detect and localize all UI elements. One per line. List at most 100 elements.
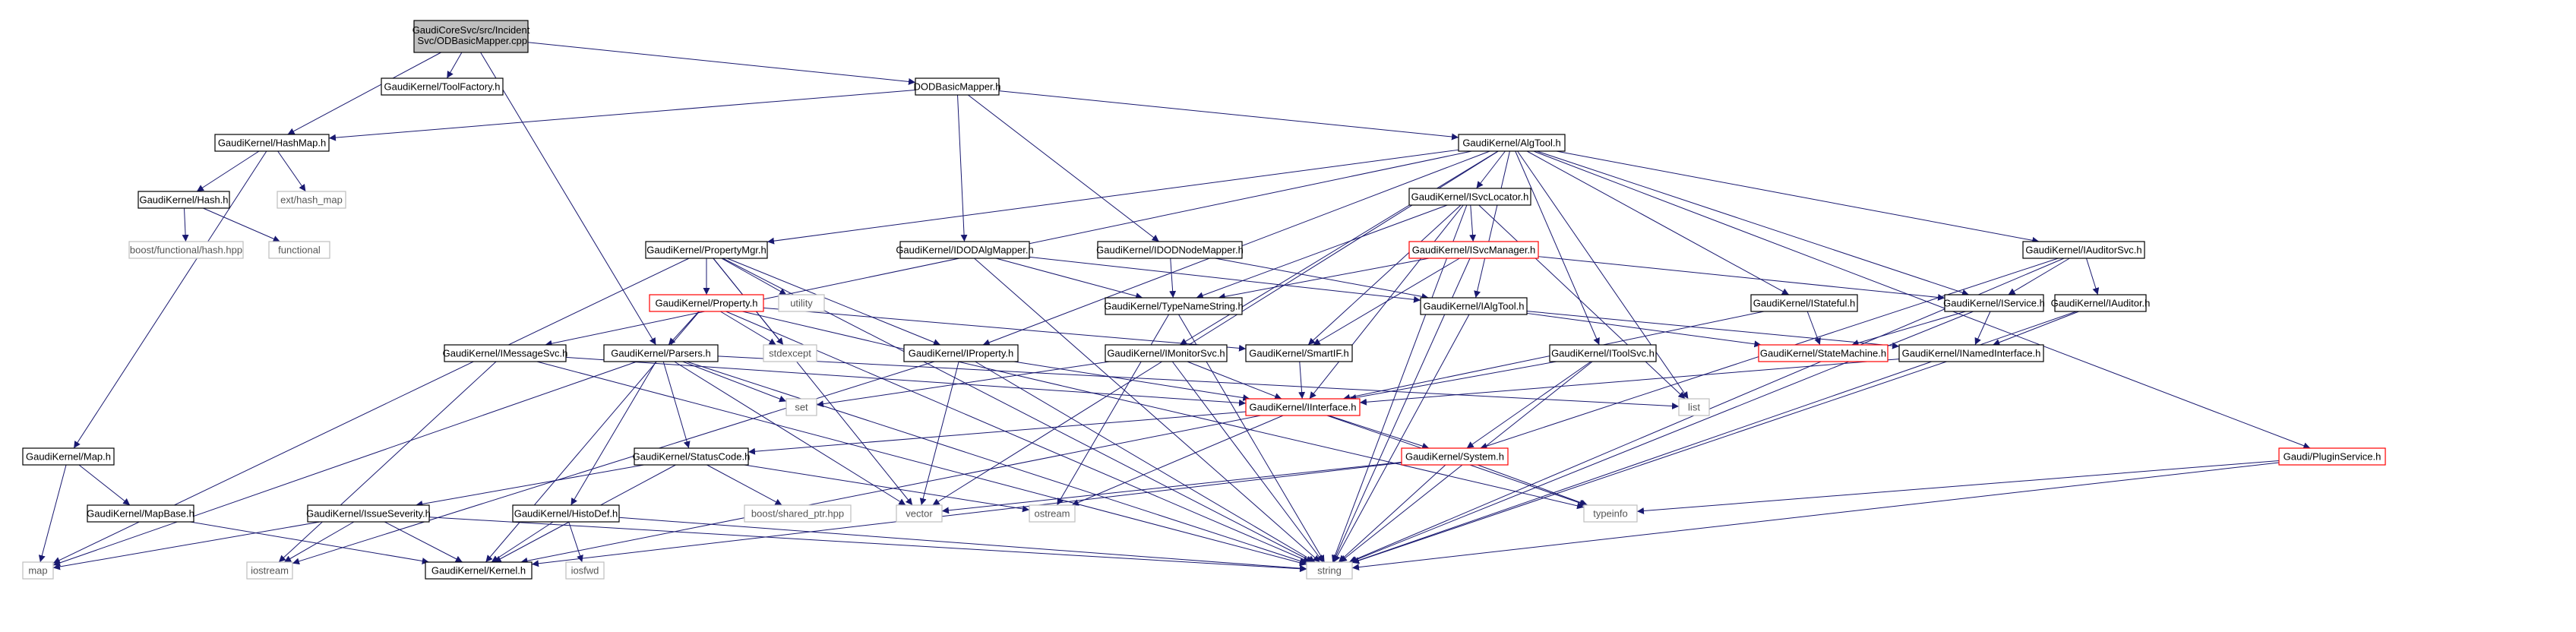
- node-box-parsers: [603, 344, 719, 362]
- node-box-stdexcept: [763, 344, 817, 362]
- node-isvcmgr[interactable]: GaudiKernel/ISvcManager.h: [1408, 241, 1539, 259]
- node-idodnode[interactable]: GaudiKernel/IDODNodeMapper.h: [1096, 241, 1244, 259]
- node-label-imsgsvc: GaudiKernel/IMessageSvc.h: [443, 348, 568, 359]
- node-label-hashmap: GaudiKernel/HashMap.h: [218, 137, 326, 149]
- node-box-imonsvc: [1105, 344, 1228, 362]
- node-box-typename: [1105, 297, 1243, 315]
- edge-isvcloc-to-typename: [1196, 204, 1448, 299]
- edge-isvcloc-to-list: [1478, 204, 1686, 400]
- node-box-functional: [268, 241, 330, 259]
- edge-ialgtool-to-statemachine: [1526, 312, 1762, 348]
- node-box-system: [1401, 447, 1509, 466]
- edge-iservice-to-statemachine: [1851, 311, 1966, 346]
- node-label-idodnode: GaudiKernel/IDODNodeMapper.h: [1096, 245, 1244, 256]
- node-statuscode[interactable]: GaudiKernel/StatusCode.h: [633, 447, 751, 466]
- node-label-functional: functional: [278, 245, 321, 256]
- edge-iauditor-to-inamed: [1993, 311, 2079, 346]
- node-mapbase[interactable]: GaudiKernel/MapBase.h: [87, 504, 194, 523]
- node-label-hash: GaudiKernel/Hash.h: [139, 194, 228, 206]
- node-iauditorsvc[interactable]: GaudiKernel/IAuditorSvc.h: [2022, 241, 2145, 259]
- node-box-iproperty: [903, 344, 1019, 362]
- edge-algtool-to-iauditorsvc: [1556, 150, 2040, 244]
- node-label-pluginsvc: Gaudi/PluginService.h: [2284, 451, 2382, 463]
- edge-iinterface-to-statuscode: [748, 411, 1247, 455]
- edge-algtool-to-istateful: [1526, 150, 1790, 295]
- node-box-exthashmap: [277, 191, 346, 209]
- edge-root-to-toolfactory: [446, 52, 463, 79]
- node-toolfactory[interactable]: GaudiKernel/ToolFactory.h: [381, 77, 504, 96]
- edge-iproperty-to-iostream: [292, 361, 935, 565]
- node-smartif[interactable]: GaudiKernel/SmartIF.h: [1245, 344, 1353, 362]
- node-system[interactable]: GaudiKernel/System.h: [1401, 447, 1509, 466]
- node-label-boostshared: boost/shared_ptr.hpp: [751, 508, 844, 520]
- edge-odbm-to-algtool: [998, 90, 1459, 141]
- edge-histodef-to-string: [618, 517, 1307, 572]
- edge-parsers-to-set: [682, 361, 787, 403]
- node-label-iauditor: GaudiKernel/IAuditor.h: [2051, 298, 2151, 309]
- node-box-idodalg: [899, 241, 1030, 259]
- node-boostshared: boost/shared_ptr.hpp: [744, 504, 852, 523]
- node-parsers[interactable]: GaudiKernel/Parsers.h: [603, 344, 719, 362]
- node-typename[interactable]: GaudiKernel/TypeNameString.h: [1104, 297, 1244, 315]
- node-iservice[interactable]: GaudiKernel/IService.h: [1943, 294, 2045, 312]
- node-map_h[interactable]: GaudiKernel/Map.h: [22, 447, 115, 466]
- edge-imsgsvc-to-string: [536, 361, 1307, 567]
- node-hash[interactable]: GaudiKernel/Hash.h: [137, 191, 230, 209]
- edge-root-to-odbm: [527, 42, 916, 85]
- node-pluginsvc[interactable]: Gaudi/PluginService.h: [2278, 447, 2386, 466]
- node-functional: functional: [268, 241, 330, 259]
- node-box-idodnode: [1097, 241, 1243, 259]
- edge-algtool-to-isvcloc: [1476, 150, 1506, 189]
- node-label-iservice: GaudiKernel/IService.h: [1943, 298, 2045, 309]
- node-label-root: GaudiCoreSvc/src/Incident Svc/ODBasicMap…: [412, 24, 530, 46]
- node-imsgsvc[interactable]: GaudiKernel/IMessageSvc.h: [443, 344, 568, 362]
- node-root[interactable]: GaudiCoreSvc/src/Incident Svc/ODBasicMap…: [412, 20, 530, 53]
- node-label-parsers: GaudiKernel/Parsers.h: [611, 348, 711, 359]
- node-label-set: set: [795, 402, 808, 413]
- node-iproperty[interactable]: GaudiKernel/IProperty.h: [903, 344, 1019, 362]
- edge-property-to-parsers: [668, 311, 700, 346]
- node-kernel[interactable]: GaudiKernel/Kernel.h: [425, 561, 533, 580]
- node-istateful[interactable]: GaudiKernel/IStateful.h: [1750, 294, 1858, 312]
- edge-iinterface-to-kernel: [520, 415, 1261, 564]
- node-box-iauditorsvc: [2022, 241, 2145, 259]
- edge-root-to-parsers: [480, 52, 656, 346]
- node-issueseverity[interactable]: GaudiKernel/IssueSeverity.h: [306, 504, 431, 523]
- node-box-typeinfo: [1583, 504, 1638, 523]
- node-iinterface[interactable]: GaudiKernel/IInterface.h: [1245, 398, 1361, 416]
- node-hashmap[interactable]: GaudiKernel/HashMap.h: [214, 134, 330, 152]
- edge-root-to-hashmap: [287, 52, 441, 135]
- node-ialgtool[interactable]: GaudiKernel/IAlgTool.h: [1420, 297, 1528, 315]
- node-inamed[interactable]: GaudiKernel/INamedInterface.h: [1898, 344, 2044, 362]
- edge-idodalg-to-typename: [995, 258, 1143, 300]
- node-iauditor[interactable]: GaudiKernel/IAuditor.h: [2051, 294, 2151, 312]
- edge-parsers-to-vector: [674, 361, 906, 506]
- node-histodef[interactable]: GaudiKernel/HistoDef.h: [512, 504, 620, 523]
- edge-algtool-to-ialgtool: [1474, 150, 1510, 299]
- node-box-algtool: [1458, 134, 1566, 152]
- node-box-property: [649, 294, 764, 312]
- node-isvcloc[interactable]: GaudiKernel/ISvcLocator.h: [1408, 188, 1531, 206]
- node-itoolsvc[interactable]: GaudiKernel/IToolSvc.h: [1549, 344, 1657, 362]
- node-idodalg[interactable]: GaudiKernel/IDODAlgMapper.h: [896, 241, 1034, 259]
- edge-parsers-to-histodef: [571, 361, 656, 506]
- node-imonsvc[interactable]: GaudiKernel/IMonitorSvc.h: [1105, 344, 1228, 362]
- node-box-histodef: [512, 504, 620, 523]
- node-label-ostream: ostream: [1035, 508, 1070, 520]
- node-vector: vector: [896, 504, 943, 523]
- edge-isvcloc-to-smartif: [1307, 204, 1462, 346]
- node-box-map: [22, 561, 54, 580]
- node-box-iosfwd: [565, 561, 605, 580]
- node-string: string: [1306, 561, 1353, 580]
- node-label-string: string: [1317, 565, 1342, 577]
- edge-idodalg-to-ialgtool: [1029, 256, 1421, 303]
- node-list: list: [1678, 398, 1710, 416]
- node-label-kernel: GaudiKernel/Kernel.h: [431, 565, 526, 577]
- node-propmgr[interactable]: GaudiKernel/PropertyMgr.h: [645, 241, 768, 259]
- node-utility: utility: [778, 294, 825, 312]
- node-odbm[interactable]: DODBasicMapper.h: [914, 77, 1001, 96]
- node-property[interactable]: GaudiKernel/Property.h: [649, 294, 764, 312]
- node-statemachine[interactable]: GaudiKernel/StateMachine.h: [1758, 344, 1889, 362]
- node-label-odbm: DODBasicMapper.h: [914, 81, 1001, 93]
- node-algtool[interactable]: GaudiKernel/AlgTool.h: [1458, 134, 1566, 152]
